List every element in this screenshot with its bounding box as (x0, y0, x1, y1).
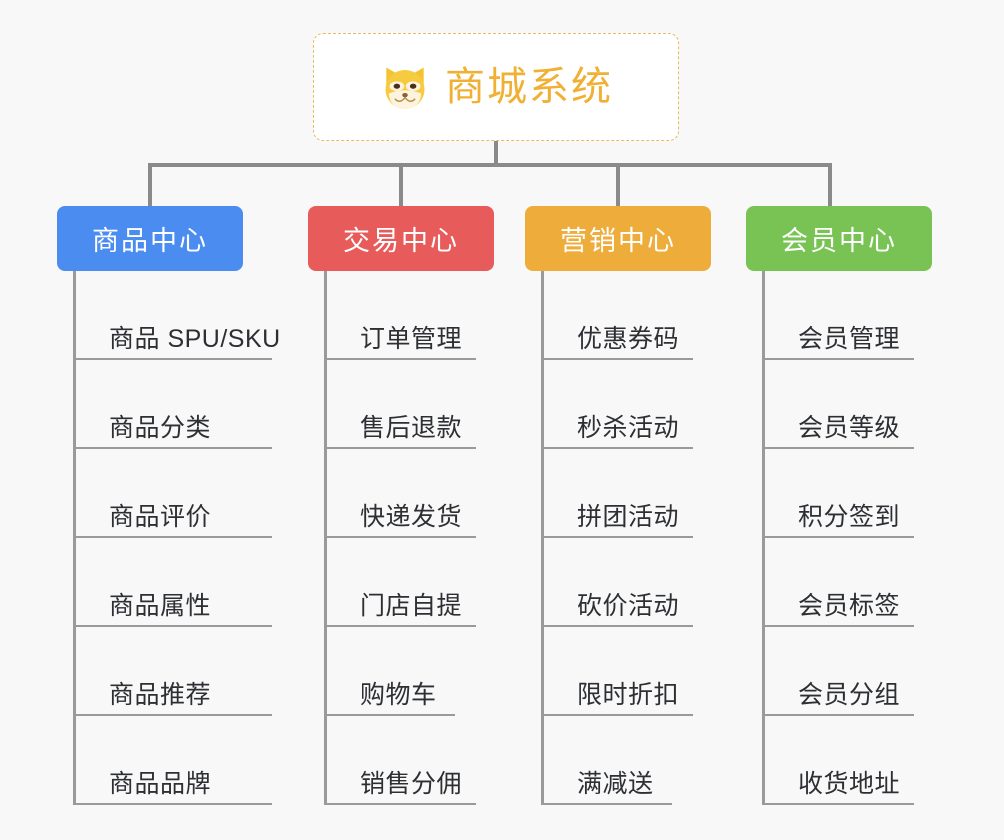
leaf-label: 优惠券码 (577, 324, 680, 353)
leaf-item[interactable]: 收货地址 (762, 716, 914, 805)
leaf-item[interactable]: 砍价活动 (541, 538, 693, 627)
leaf-label: 收货地址 (798, 769, 901, 798)
leaf-label: 销售分佣 (360, 769, 463, 798)
leaf-list: 优惠券码 秒杀活动 拼团活动 砍价活动 限时折扣 满减送 (541, 271, 693, 805)
leaf-label: 秒杀活动 (577, 413, 680, 442)
leaf-item[interactable]: 满减送 (541, 716, 672, 805)
leaf-item[interactable]: 会员分组 (762, 627, 914, 716)
branch-column-member-center: 会员中心 会员管理 会员等级 积分签到 会员标签 会员分组 收货地址 (746, 206, 932, 805)
branch-column-trade-center: 交易中心 订单管理 售后退款 快递发货 门店自提 购物车 销售分佣 (308, 206, 494, 805)
leaf-item[interactable]: 会员等级 (762, 360, 914, 449)
connector-horizontal-bus (148, 163, 832, 167)
shiba-dog-face-icon (385, 67, 425, 109)
branch-spine (541, 271, 544, 805)
branch-column-product-center: 商品中心 商品 SPU/SKU 商品分类 商品评价 商品属性 商品推荐 商品品牌 (57, 206, 280, 805)
leaf-label: 商品推荐 (109, 680, 212, 709)
leaf-label: 门店自提 (360, 591, 463, 620)
leaf-label: 会员标签 (798, 591, 901, 620)
leaf-list: 商品 SPU/SKU 商品分类 商品评价 商品属性 商品推荐 商品品牌 (73, 271, 280, 805)
connector-drop-branch-2 (616, 163, 620, 208)
branch-spine (73, 271, 76, 805)
branch-head-label: 营销中心 (560, 226, 676, 256)
leaf-label: 订单管理 (360, 324, 463, 353)
leaf-item[interactable]: 会员管理 (762, 271, 914, 360)
leaf-label: 购物车 (360, 680, 437, 709)
branch-head-member-center[interactable]: 会员中心 (746, 206, 932, 271)
branch-head-marketing-center[interactable]: 营销中心 (525, 206, 711, 271)
leaf-label: 会员管理 (798, 324, 901, 353)
leaf-item[interactable]: 秒杀活动 (541, 360, 693, 449)
leaf-item[interactable]: 拼团活动 (541, 449, 693, 538)
leaf-label: 售后退款 (360, 413, 463, 442)
leaf-label: 拼团活动 (577, 502, 680, 531)
leaf-item[interactable]: 限时折扣 (541, 627, 693, 716)
leaf-label: 商品评价 (109, 502, 212, 531)
root-node[interactable]: 商城系统 (313, 33, 679, 141)
connector-root-drop (494, 141, 498, 165)
leaf-item[interactable]: 商品属性 (73, 538, 272, 627)
leaf-label: 积分签到 (798, 502, 901, 531)
leaf-label: 满减送 (577, 769, 654, 798)
leaf-label: 商品分类 (109, 413, 212, 442)
leaf-item[interactable]: 积分签到 (762, 449, 914, 538)
leaf-item[interactable]: 快递发货 (324, 449, 476, 538)
leaf-list: 订单管理 售后退款 快递发货 门店自提 购物车 销售分佣 (324, 271, 476, 805)
leaf-item[interactable]: 购物车 (324, 627, 455, 716)
leaf-list: 会员管理 会员等级 积分签到 会员标签 会员分组 收货地址 (762, 271, 914, 805)
branch-head-label: 交易中心 (343, 226, 459, 256)
leaf-item[interactable]: 售后退款 (324, 360, 476, 449)
branch-spine (324, 271, 327, 805)
leaf-label: 砍价活动 (577, 591, 680, 620)
leaf-item[interactable]: 商品 SPU/SKU (73, 271, 280, 360)
leaf-item[interactable]: 商品品牌 (73, 716, 272, 805)
branch-head-product-center[interactable]: 商品中心 (57, 206, 243, 271)
leaf-item[interactable]: 销售分佣 (324, 716, 476, 805)
leaf-label: 商品属性 (109, 591, 212, 620)
branch-column-marketing-center: 营销中心 优惠券码 秒杀活动 拼团活动 砍价活动 限时折扣 满减送 (525, 206, 711, 805)
leaf-label: 会员分组 (798, 680, 901, 709)
leaf-label: 会员等级 (798, 413, 901, 442)
root-title: 商城系统 (445, 65, 613, 109)
connector-drop-branch-1 (399, 163, 403, 208)
branch-head-label: 商品中心 (92, 226, 208, 256)
leaf-label: 商品品牌 (109, 769, 212, 798)
branch-head-label: 会员中心 (781, 226, 897, 256)
connector-drop-branch-3 (828, 163, 832, 208)
branch-head-trade-center[interactable]: 交易中心 (308, 206, 494, 271)
leaf-label: 商品 SPU/SKU (109, 324, 281, 353)
leaf-label: 限时折扣 (577, 680, 680, 709)
leaf-item[interactable]: 商品推荐 (73, 627, 272, 716)
leaf-item[interactable]: 门店自提 (324, 538, 476, 627)
connector-drop-branch-0 (148, 163, 152, 208)
leaf-item[interactable]: 优惠券码 (541, 271, 693, 360)
leaf-item[interactable]: 商品分类 (73, 360, 272, 449)
leaf-item[interactable]: 订单管理 (324, 271, 476, 360)
branch-spine (762, 271, 765, 805)
leaf-item[interactable]: 商品评价 (73, 449, 272, 538)
leaf-item[interactable]: 会员标签 (762, 538, 914, 627)
leaf-label: 快递发货 (360, 502, 463, 531)
